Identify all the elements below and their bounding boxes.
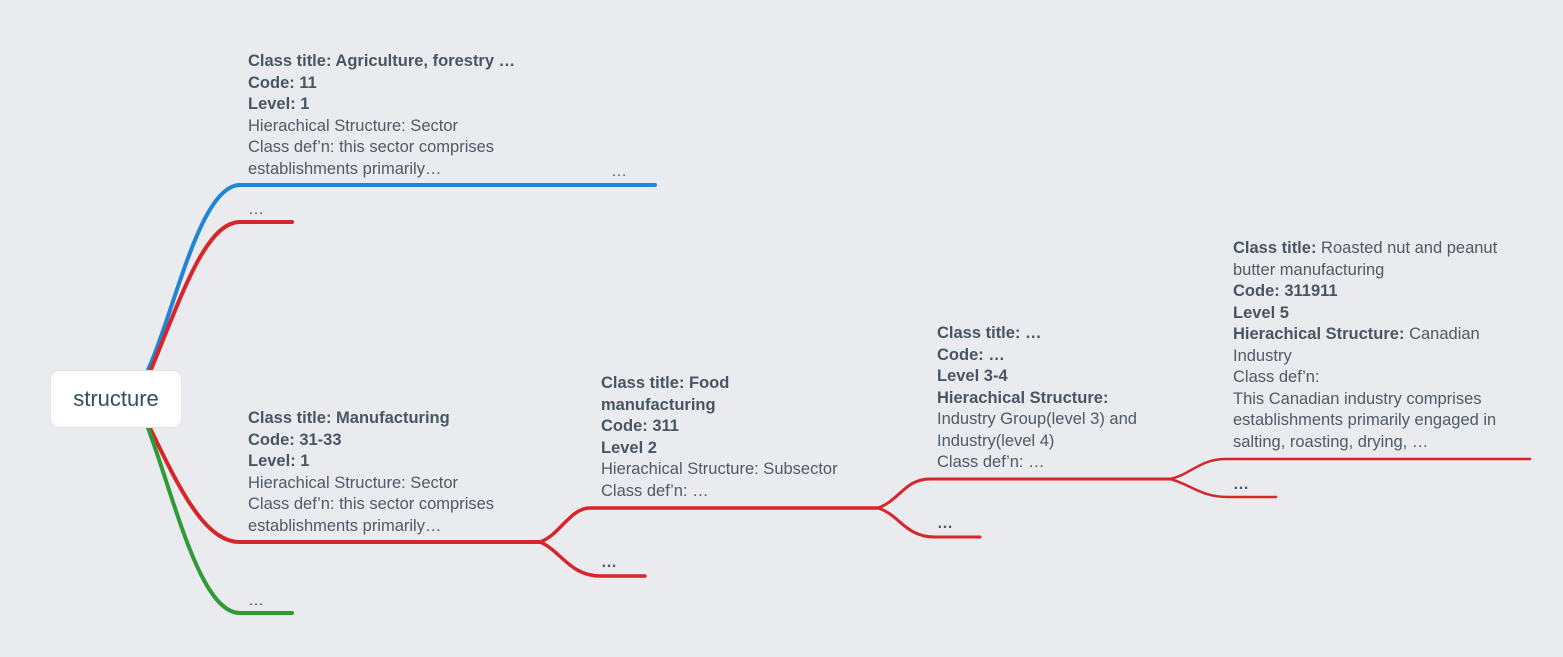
roasted-definition-2: establishments primarily engaged in [1233,411,1497,429]
roasted-title-value-1: Roasted nut and peanut [1321,239,1498,257]
manufacturing-definition-2: establishments primarily… [248,516,442,535]
group-title: Class title: … [937,324,1042,342]
manufacturing-definition-1: Class def’n: this sector comprises [248,495,495,513]
connector-roasted [1168,457,1532,481]
node-red-stub[interactable]: … [248,201,264,218]
food-code: Code: 311 [601,417,679,435]
food-definition: Class def’n: … [601,481,709,500]
node-agriculture[interactable]: Class title: Agriculture, forestry … Cod… [248,51,515,180]
food-title-2: manufacturing [601,395,716,414]
agriculture-definition-2: establishments primarily… [248,159,442,178]
group-hierarchy-label: Hierachical Structure: [937,388,1109,407]
agriculture-hierarchy: Hierachical Structure: Sector [248,116,458,135]
connector-food-sibling [876,506,982,539]
connector-food [538,506,880,544]
roasted-definition-3: salting, roasting, drying, … [1233,432,1429,451]
agriculture-level: Level: 1 [248,95,310,113]
manufacturing-level: Level: 1 [248,452,310,470]
food-title-1: Class title: Food [601,374,730,392]
group-definition: Class def’n: … [937,453,1045,471]
roasted-hierarchy-label: Hierachical Structure: [1233,325,1405,343]
connector-manufacturing [148,426,542,544]
group-code: Code: … [937,345,1005,364]
connector-group-sibling [1168,477,1278,499]
manufacturing-code: Code: 31-33 [248,430,342,449]
roasted-hierarchy-value-1: Canadian [1409,325,1480,343]
node-manufacturing[interactable]: Class title: Manufacturing Code: 31-33 L… [248,408,494,537]
group-level: Level 3-4 [937,367,1008,385]
roasted-title-value-2: butter manufacturing [1233,260,1385,279]
roasted-definition-1: This Canadian industry comprises [1233,389,1482,408]
roasted-level: Level 5 [1233,303,1289,322]
group-hierarchy-2: Industry(level 4) [937,431,1055,450]
roasted-title-label: Class title: [1233,239,1317,257]
node-roasted-nut[interactable]: Class title: Roasted nut and peanut butt… [1233,238,1497,453]
connector-agriculture [146,183,657,372]
food-hierarchy: Hierachical Structure: Subsector [601,460,838,478]
node-manufacturing-sibling[interactable]: … [601,554,617,571]
root-node-structure[interactable]: structure [51,371,181,427]
node-green-stub[interactable]: … [248,592,264,609]
connector-manufacturing-sibling [538,540,647,578]
manufacturing-hierarchy: Hierachical Structure: Sector [248,473,458,492]
connector-green-stub [146,426,294,615]
food-level: Level 2 [601,438,657,457]
node-industry-group[interactable]: Class title: … Code: … Level 3-4 Hierach… [937,323,1137,474]
agriculture-title: Class title: Agriculture, forestry … [248,52,516,70]
connector-group [876,477,1172,510]
node-group-sibling[interactable]: … [1233,476,1249,493]
group-hierarchy-1: Industry Group(level 3) and [937,410,1137,428]
node-food-sibling[interactable]: … [937,515,953,532]
agriculture-definition-1: Class def’n: this sector comprises [248,138,495,156]
agriculture-code: Code: 11 [248,73,317,92]
node-food-manufacturing[interactable]: Class title: Food manufacturing Code: 31… [601,373,838,502]
roasted-code: Code: 311911 [1233,282,1338,300]
roasted-definition-label: Class def’n: [1233,368,1320,386]
node-agriculture-child[interactable]: … [611,163,627,180]
connector-red-stub [148,220,294,374]
manufacturing-title: Class title: Manufacturing [248,409,450,427]
root-label: structure [73,386,159,411]
roasted-hierarchy-value-2: Industry [1233,346,1292,365]
